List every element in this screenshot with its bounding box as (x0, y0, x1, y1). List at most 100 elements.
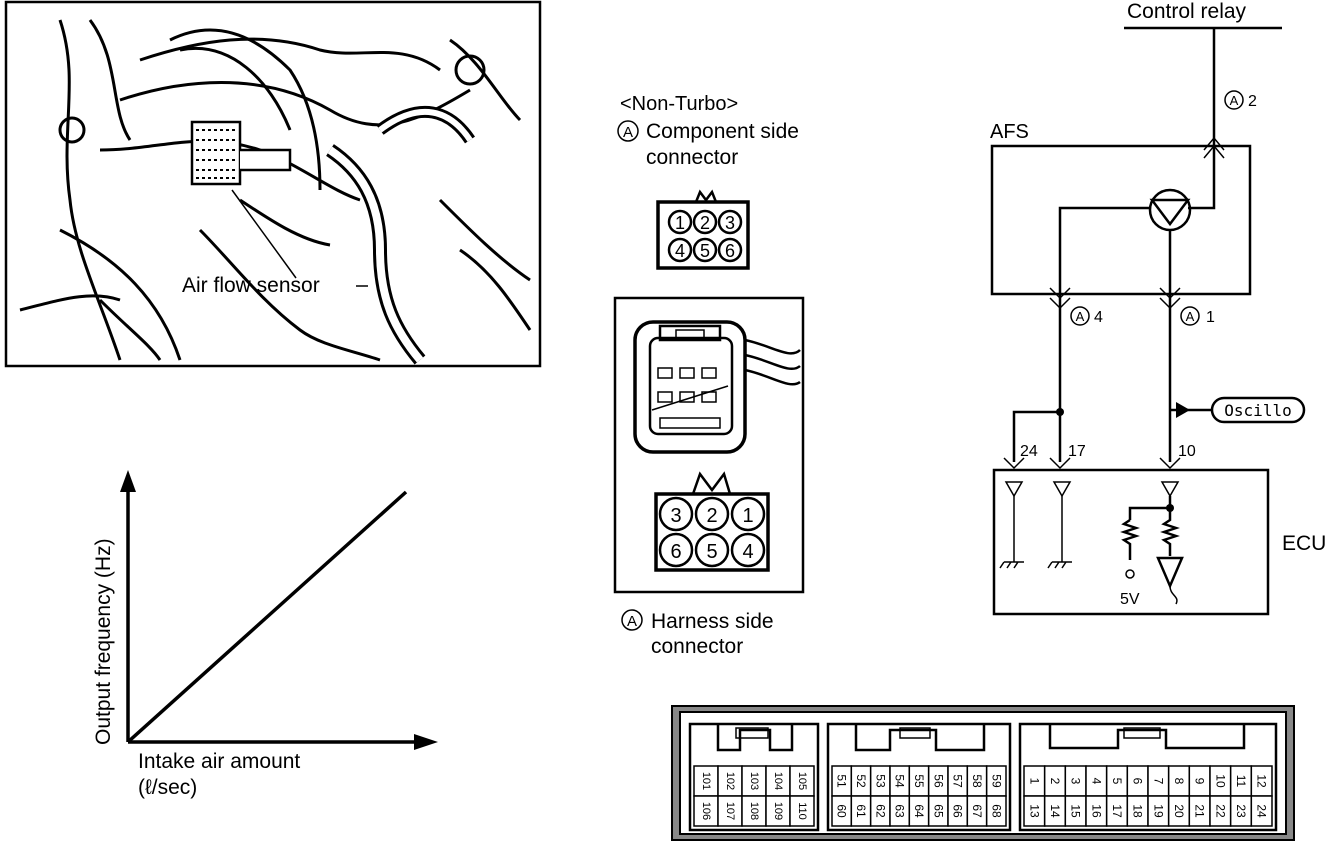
harness-pin-4: 4 (742, 541, 753, 563)
ecu-pin-cell (789, 795, 815, 827)
ecu-pin-number: 59 (989, 774, 1003, 788)
ecu-pin-number: 56 (931, 774, 945, 788)
ecu-pin-number: 8 (1172, 778, 1186, 785)
ecu-pin-number: 1 (1027, 778, 1041, 785)
ecu-pin-number: 5 (1110, 778, 1124, 785)
harness-pin-1: 1 (742, 505, 753, 527)
afs-pin2-marker: A (1230, 93, 1239, 108)
graph-ylabel: Output frequency (Hz) (92, 538, 115, 745)
ecu-pin-number: 57 (951, 774, 965, 788)
ecu-pin-number: 4 (1089, 778, 1103, 785)
comp-pin-2: 2 (700, 213, 710, 233)
engine-photo: Air flow sensor (4, 0, 542, 368)
ecu-pin-number: 3 (1069, 778, 1083, 785)
comp-pin-4: 4 (675, 241, 685, 261)
component-side-label-2: connector (646, 146, 738, 169)
connector-marker: A (623, 124, 633, 141)
harness-side-connector: 3 2 1 6 5 4 (654, 471, 770, 572)
harness-marker: A (627, 613, 637, 630)
connector-marker-circle (617, 120, 639, 142)
supply-5v: 5V (1120, 591, 1140, 608)
ecu-pin-number: 9 (1193, 778, 1207, 785)
frequency-graph: Output frequency (Hz) Intake air amount … (92, 470, 438, 799)
ecu-pin-number: 55 (912, 774, 926, 788)
comp-pin-3: 3 (725, 213, 735, 233)
ecu-label: ECU (1282, 532, 1326, 555)
ecu-pin-24: 24 (1020, 443, 1038, 460)
harness-pin-5: 5 (706, 541, 717, 563)
ecu-pin-number: 110 (796, 802, 808, 820)
ecu-pin-number: 22 (1213, 804, 1227, 818)
connector-views: <Non-Turbo> A Component side connector 1… (613, 93, 805, 658)
ecu-pin-number: 12 (1255, 774, 1269, 788)
harness-pin-2: 2 (706, 505, 717, 527)
afs-pin2-number: 2 (1248, 93, 1257, 110)
ecu-pin-number: 10 (1213, 774, 1227, 788)
afs-label: AFS (990, 121, 1029, 143)
ecu-pin-number: 21 (1193, 804, 1207, 818)
ecu-pin-number: 20 (1172, 804, 1186, 818)
ecu-pin-number: 18 (1131, 804, 1145, 818)
ecu-pin-number: 15 (1069, 804, 1083, 818)
ecu-pin-number: 68 (989, 804, 1003, 818)
harness-pin-3: 3 (670, 505, 681, 527)
ecu-pin-number: 109 (772, 802, 784, 820)
callout-line (231, 189, 297, 279)
control-relay-label: Control relay (1127, 0, 1247, 23)
comp-pin-1: 1 (675, 213, 685, 233)
ecu-pin-number: 103 (748, 772, 760, 790)
component-side-label-1: Component side (646, 120, 799, 143)
air-flow-sensor-label: Air flow sensor (182, 274, 320, 297)
frequency-line (126, 490, 408, 744)
afs-pin1-number: 1 (1206, 309, 1215, 326)
afs-box (990, 144, 1252, 296)
ecu-pin-number: 102 (724, 772, 736, 790)
ecu-pin-number: 6 (1131, 778, 1145, 785)
ecu-pin-number: 11 (1234, 775, 1248, 788)
ecu-pin-number: 7 (1151, 778, 1165, 785)
ecu-pin-cell (985, 795, 1007, 827)
ecu-pin-cell (693, 765, 719, 797)
ecu-pin-number: 24 (1255, 804, 1269, 818)
comp-pin-6: 6 (725, 241, 735, 261)
ecu-pin-number: 66 (951, 804, 965, 818)
ecu-pin-number: 105 (796, 772, 808, 790)
ecu-pin-cell (789, 765, 815, 797)
component-side-connector: 1 2 3 4 5 6 (656, 189, 750, 270)
afs-pin1-marker: A (1186, 309, 1195, 324)
harness-pin-6: 6 (670, 541, 681, 563)
harness-plug-illustration (633, 320, 801, 454)
graph-xlabel-1: Intake air amount (138, 750, 300, 773)
oscillo-probe (1210, 396, 1306, 424)
ecu-pin-number: 65 (931, 804, 945, 818)
ecu-pin-number: 108 (748, 802, 760, 820)
ecu-pin-number: 61 (854, 804, 868, 818)
harness-side-label-1: Harness side (651, 610, 774, 633)
ecu-pin-number: 101 (700, 772, 712, 790)
ecu-pin-number: 106 (700, 802, 712, 820)
ecu-pin-number: 17 (1110, 804, 1124, 818)
afs-pin4-marker: A (1076, 309, 1085, 324)
harness-connector-box (613, 296, 805, 594)
ecu-pin-number: 60 (835, 804, 849, 818)
ecu-pin-number: 63 (893, 804, 907, 818)
ecu-pin-number: 13 (1027, 804, 1041, 818)
ecu-pin-cell (717, 765, 743, 797)
afs-pin4-number: 4 (1094, 309, 1103, 326)
graph-xlabel-2: (ℓ/sec) (138, 776, 197, 799)
harness-marker-circle (621, 609, 643, 631)
relay-wire (1188, 28, 1216, 210)
ecu-pin-number: 54 (893, 774, 907, 788)
ecu-pin-number: 53 (873, 774, 887, 788)
ecu-pin-number: 107 (724, 802, 736, 820)
ecu-pin-number: 52 (854, 774, 868, 788)
ecu-pin-number: 67 (970, 804, 984, 818)
ecu-pin-17: 17 (1068, 443, 1086, 460)
variant-label: <Non-Turbo> (620, 93, 738, 115)
ecu-pin-10: 10 (1178, 443, 1196, 460)
ecu-pin-number: 64 (912, 804, 926, 818)
ecu-pin-number: 2 (1048, 778, 1062, 785)
ecu-pin-number: 23 (1234, 804, 1248, 818)
